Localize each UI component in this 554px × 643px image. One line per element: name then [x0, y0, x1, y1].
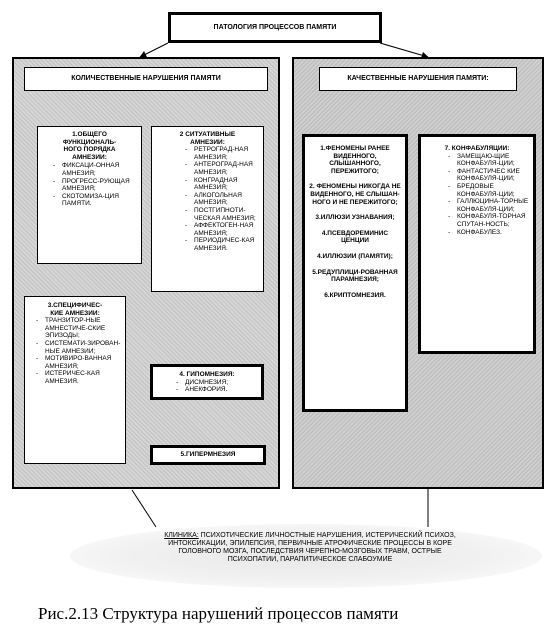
list-item: ТРАНЗИТОР-НЫЕ АМНЕСТИЧЕ-СКИЕ ЭПИЗОДЫ;: [35, 317, 121, 340]
list-item: КОНФАБУЛЯ-ТОРНАЯ СПУТАН-НОСТЬ;: [447, 213, 529, 228]
figure-caption: Рис.2.13 Структура нарушений процессов п…: [38, 604, 399, 623]
box2-situational-amnesia: 2 СИТУАТИВНЫЕ АМНЕЗИИ: РЕТРОГРАД-НАЯ АМН…: [151, 126, 264, 292]
list-item: КОНФАБУЛЕЗ.: [447, 229, 529, 237]
box1-general-amnesia: 1.ОБЩЕГО ФУНКЦИОНАЛЬ- НОГО ПОРЯДКА АМНЕЗ…: [37, 126, 142, 264]
box6-paramnesia-list: 1.ФЕНОМЕНЫ РАНЕЕ ВИДЕННОГО, СЛЫШАННОГО, …: [302, 134, 408, 412]
list-item: АНЕКФОРИЯ.: [175, 386, 257, 394]
top-title: ПАТОЛОГИЯ ПРОЦЕССОВ ПАМЯТИ: [168, 12, 382, 43]
list-item: МОТИВИРО-ВАННАЯ АМНЕЗИЯ;: [35, 355, 121, 370]
arrow-to-quantitative: [139, 42, 169, 58]
box7-confabulations: 7. КОНФАБУЛЯЦИИ: ЗАМЕЩАЮ-ЩИЕ КОНФАБУЛЯ-Ц…: [418, 134, 536, 354]
list-item: АНТЕРОГРАД-НАЯ АМНЕЗИЯ;: [184, 161, 259, 176]
list-item: 1.ФЕНОМЕНЫ РАНЕЕ ВИДЕННОГО, СЛЫШАННОГО, …: [320, 145, 390, 175]
list-item: СИСТЕМАТИ-ЗИРОВАН-НЫЕ АМНЕЗИИ;: [35, 340, 121, 355]
box4-hypomnesia: 4. ГИПОМНЕЗИЯ: ДИСМНЕЗИЯ; АНЕКФОРИЯ.: [150, 364, 264, 400]
list-item: 2. ФЕНОМЕНЫ НИКОГДА НЕ ВИДЕННОГО, НЕ СЛЫ…: [309, 183, 401, 206]
list-item: 4.ИЛЛЮЗИИ (ПАМЯТИ);: [317, 252, 393, 260]
list-item: ИСТЕРИЧЕС-КАЯ АМНЕЗИЯ.: [35, 370, 121, 385]
list-item: 3.ИЛЛЮЗИ УЗНАВАНИЯ;: [315, 214, 395, 222]
clinic-label: КЛИНИКА:: [164, 532, 199, 539]
list-item: АФФЕКТОГЕН-НАЯ АМНЕЗИЯ;: [184, 222, 259, 237]
box2-title: 2 СИТУАТИВНЫЕ АМНЕЗИИ:: [179, 131, 236, 146]
list-item: ПОСТГИПНОТИ-ЧЕСКАЯ АМНЕЗИЯ;: [184, 207, 259, 222]
box7-title: 7. КОНФАБУЛЯЦИИ:: [444, 145, 510, 152]
list-item: ФИКСАЦИ-ОННАЯ АМНЕЗИЯ;: [52, 162, 137, 177]
box5-hypermnesia: 5.ГИПЕРМНЕЗИЯ: [150, 445, 266, 465]
box1-title: 1.ОБЩЕГО ФУНКЦИОНАЛЬ- НОГО ПОРЯДКА АМНЕЗ…: [62, 131, 117, 161]
list-item: АЛКОГОЛЬНАЯ АМНЕЗИЯ;: [184, 192, 259, 207]
list-item: ДИСМНЕЗИЯ;: [175, 379, 257, 387]
list-item: КОНГРАДНАЯ АМНЕЗИЯ;: [184, 177, 259, 192]
clinic-description: ПСИХОТИЧЕСКИЕ ЛИЧНОСТНЫЕ НАРУШЕНИЯ, ИСТЕ…: [168, 532, 456, 563]
list-item: ФАНТАСТИЧЕС КИЕ КОНФАБУЛЯ-ЦИИ;: [447, 168, 529, 183]
clinic-ellipse: [70, 524, 542, 588]
line-to-clinic-left: [131, 489, 157, 528]
qualitative-header: КАЧЕСТВЕННЫЕ НАРУШЕНИЯ ПАМЯТИ:: [319, 67, 517, 91]
list-item: 6.КРИПТОМНЕЗИЯ.: [324, 291, 386, 299]
list-item: РЕТРОГРАД-НАЯ АМНЕЗИЯ;: [184, 146, 259, 161]
box3-specific-amnesia: 3.СПЕЦИФИЧЕС- КИЕ АМНЕЗИИ: ТРАНЗИТОР-НЫЕ…: [24, 296, 126, 464]
list-item: ГАЛЛЮЦИНА-ТОРНЫЕ КОНФАБУЛЯ-ЦИИ;: [447, 198, 529, 213]
box4-title: 4. ГИПОМНЕЗИЯ:: [179, 371, 235, 378]
arrow-to-qualitative: [379, 42, 429, 59]
clinic-text: КЛИНИКА: ПСИХОТИЧЕСКИЕ ЛИЧНОСТНЫЕ НАРУШЕ…: [155, 532, 465, 564]
list-item: БРЕДОВЫЕ КОНФАБУЛЯ-ЦИИ;: [447, 183, 529, 198]
quantitative-header: КОЛИЧЕСТВЕННЫЕ НАРУШЕНИЯ ПАМЯТИ: [24, 67, 268, 91]
list-item: 4.ПСЕВДОРЕМИНИС ЦЕНЦИИ: [321, 229, 389, 245]
list-item: СКОТОМИЗА-ЦИЯ ПАМЯТИ.: [52, 193, 137, 208]
list-item: ПЕРИОДИЧЕС-КАЯ АМНЕЗИЯ.: [184, 237, 259, 252]
list-item: 5.РЕДУПЛИЦИ-РОВАННАЯ ПАРАМНЕЗИЯ;: [312, 268, 398, 284]
box3-title: 3.СПЕЦИФИЧЕС- КИЕ АМНЕЗИИ:: [47, 302, 103, 317]
list-item: ЗАМЕЩАЮ-ЩИЕ КОНФАБУЛЯ-ЦИИ;: [447, 153, 529, 168]
list-item: ПРОГРЕСС-РУЮЩАЯ АМНЕЗИЯ;: [52, 178, 137, 193]
